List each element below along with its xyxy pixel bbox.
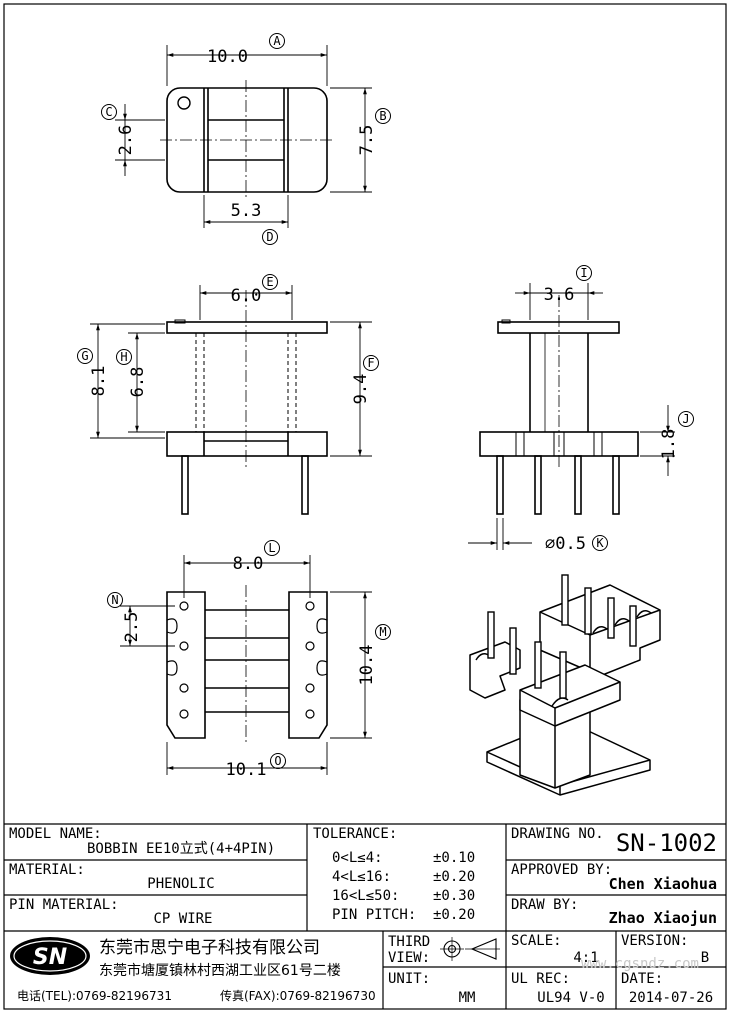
svg-text:B: B (379, 109, 386, 123)
balloon-I: I (576, 265, 592, 281)
bottom-view (166, 591, 328, 739)
scale-label: SCALE: (511, 933, 562, 949)
pin-material-label: PIN MATERIAL: (9, 897, 119, 913)
approved-by-value: Chen Xiaohua (609, 875, 717, 893)
balloon-D: D (262, 229, 278, 245)
tolerance-value-4: ±0.20 (433, 907, 475, 923)
dim-N-value: 2.5 (122, 612, 142, 643)
balloon-L: L (264, 540, 280, 556)
date-value: 2014-07-26 (629, 990, 713, 1006)
version-value: B (701, 950, 709, 966)
dim-D-value: 5.3 (231, 201, 262, 221)
balloon-G: G (77, 348, 93, 364)
draw-by-label: DRAW BY: (511, 897, 578, 913)
front-view-dims (90, 285, 372, 457)
pin-material-value: CP WIRE (153, 911, 212, 927)
top-view-centerlines (160, 80, 335, 200)
dim-E-value: 6.0 (231, 286, 262, 306)
svg-text:C: C (105, 105, 112, 119)
front-view (166, 319, 328, 515)
balloon-A: A (269, 33, 285, 49)
svg-text:E: E (266, 275, 273, 289)
bottom-view-dims (120, 555, 372, 775)
svg-text:J: J (682, 412, 689, 426)
dim-L-value: 8.0 (233, 554, 264, 574)
third-view-label-1: THIRD (388, 934, 430, 950)
balloon-H: H (116, 349, 132, 365)
balloon-O: O (270, 753, 286, 769)
dim-A-value: 10.0 (207, 47, 248, 67)
tolerance-value-1: ±0.10 (433, 850, 475, 866)
tolerance-range-1: 0<L≤4: (332, 850, 383, 866)
balloon-C: C (101, 104, 117, 120)
model-name-value: BOBBIN EE10立式(4+4PIN) (87, 841, 275, 857)
balloon-J: J (678, 411, 694, 427)
dim-B-value: 7.5 (357, 125, 377, 156)
material-value: PHENOLIC (147, 876, 214, 892)
drawing-no-value: SN-1002 (616, 829, 717, 857)
third-view-label-2: VIEW: (388, 950, 430, 966)
svg-text:SN: SN (33, 945, 67, 970)
balloon-F: F (363, 355, 379, 371)
dim-G-value: 8.1 (89, 366, 109, 397)
company-fax: 传真(FAX):0769-82196730 (220, 988, 376, 1003)
side-view-dims (468, 283, 675, 550)
svg-text:L: L (268, 541, 275, 555)
dim-C-value: 2.6 (116, 125, 136, 156)
svg-text:F: F (367, 356, 374, 370)
unit-value: MM (459, 990, 476, 1006)
tolerance-value-3: ±0.30 (433, 888, 475, 904)
isometric-view (469, 584, 661, 796)
dim-J-value: 1.8 (659, 429, 679, 460)
dim-H-value: 6.8 (128, 367, 148, 398)
approved-by-label: APPROVED BY: (511, 862, 612, 878)
model-name-label: MODEL NAME: (9, 826, 102, 842)
isometric-pins (487, 574, 637, 699)
dim-I-value: 3.6 (544, 285, 575, 305)
company-logo: SN (10, 937, 90, 975)
dim-F-value: 9.4 (351, 374, 371, 405)
version-label: VERSION: (621, 933, 688, 949)
balloon-B: B (375, 108, 391, 124)
svg-text:H: H (120, 350, 127, 364)
title-block-grid (4, 823, 726, 1009)
svg-text:I: I (580, 266, 587, 280)
tolerance-value-2: ±0.20 (433, 869, 475, 885)
tolerance-range-2: 4<L≤16: (332, 869, 391, 885)
svg-text:G: G (81, 349, 88, 363)
side-view (479, 319, 639, 515)
tolerance-range-3: 16<L≤50: (332, 888, 399, 904)
date-label: DATE: (621, 971, 663, 987)
company-tel: 电话(TEL):0769-82196731 (17, 989, 172, 1003)
balloon-K: K (592, 535, 608, 551)
third-angle-projection-icon (440, 937, 500, 961)
svg-text:O: O (274, 754, 281, 768)
dim-M-value: 10.4 (357, 645, 377, 686)
unit-label: UNIT: (388, 971, 430, 987)
svg-text:M: M (379, 625, 386, 639)
balloon-E: E (262, 274, 278, 290)
tolerance-label: TOLERANCE: (313, 826, 397, 842)
svg-text:A: A (273, 34, 281, 48)
svg-text:N: N (111, 593, 118, 607)
ul-rec-value: UL94 V-0 (537, 990, 604, 1006)
top-view-dims (115, 45, 372, 228)
balloon-N: N (107, 592, 123, 608)
drawing-border (3, 3, 727, 1010)
scale-value: 4:1 (573, 950, 598, 966)
company-name: 东莞市思宁电子科技有限公司 (99, 938, 320, 958)
tolerance-range-4: PIN PITCH: (332, 907, 416, 923)
drawing-no-label: DRAWING NO. (511, 826, 604, 842)
dim-K-value: ⌀0.5 (545, 534, 586, 554)
svg-text:K: K (596, 536, 604, 550)
dim-O-value: 10.1 (226, 760, 267, 780)
draw-by-value: Zhao Xiaojun (609, 909, 717, 927)
company-address: 东莞市塘厦镇林村西湖工业区61号二楼 (99, 962, 341, 979)
material-label: MATERIAL: (9, 862, 85, 878)
svg-text:D: D (266, 230, 273, 244)
ul-rec-label: UL REC: (511, 971, 570, 987)
balloon-M: M (375, 624, 391, 640)
watermark: www.cgsndz.com (581, 956, 699, 972)
